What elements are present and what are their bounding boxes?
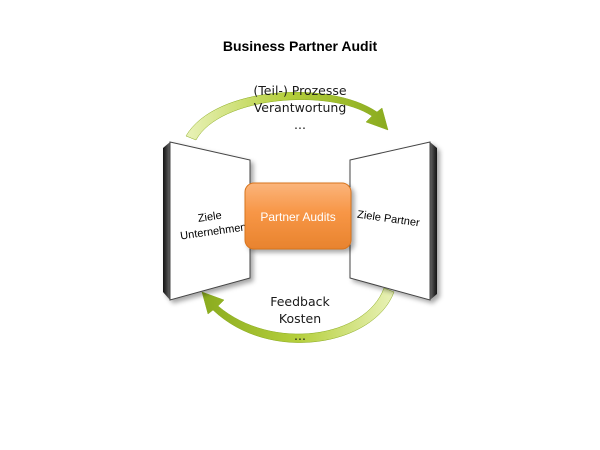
- left-panel-line-1: Ziele: [197, 210, 222, 225]
- right-panel: Ziele Partner: [349, 141, 437, 301]
- bottom-label-1: Feedback: [270, 294, 330, 309]
- top-label-2: Verantwortung: [253, 100, 347, 115]
- top-label-1: (Teil-) Prozesse: [253, 83, 347, 98]
- diagram-title: Business Partner Audit: [222, 38, 378, 54]
- bottom-cycle-arrow: [201, 287, 395, 343]
- center-box-label: Partner Audits: [260, 210, 335, 224]
- top-label-3: ...: [294, 117, 306, 132]
- left-panel: Ziele Unternehmen: [163, 141, 251, 301]
- bottom-arrow-labels: Feedback Kosten ...: [225, 293, 375, 344]
- center-box: Partner Audits: [244, 182, 352, 250]
- top-cycle-arrow: [185, 92, 389, 141]
- top-arrow-labels: (Teil-) Prozesse Verantwortung ...: [225, 82, 375, 133]
- bottom-label-3: ...: [294, 328, 306, 343]
- bottom-label-2: Kosten: [278, 311, 322, 326]
